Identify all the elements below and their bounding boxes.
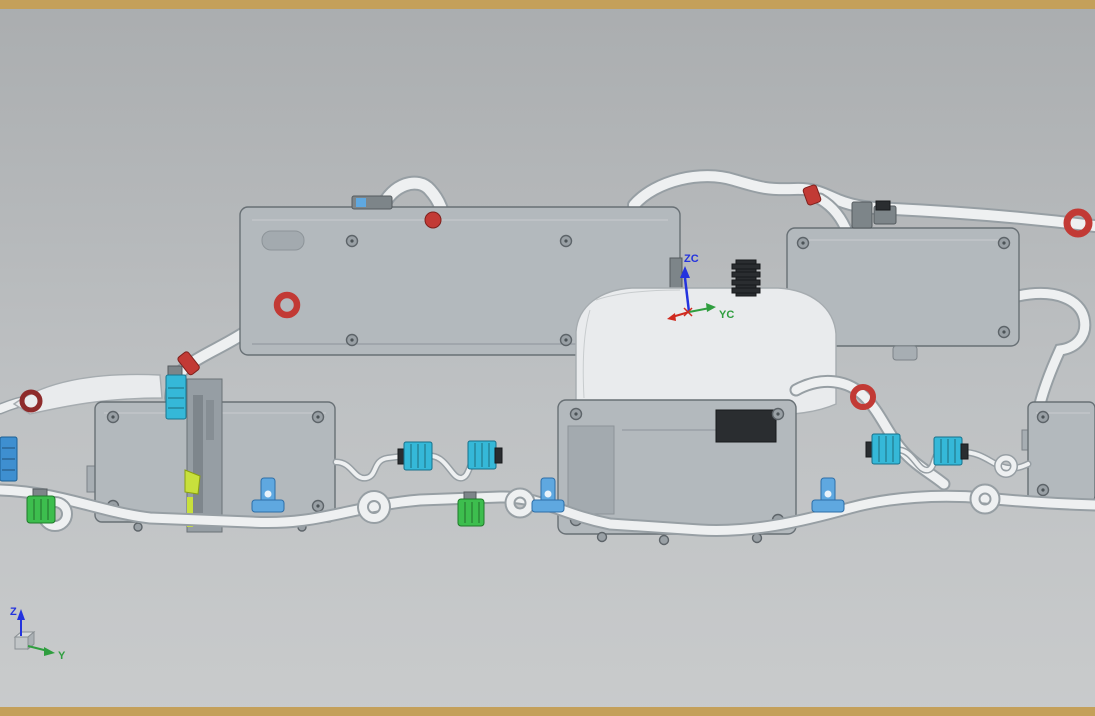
wire-coil[interactable] [995,455,1017,477]
window-edge-top [0,0,1095,9]
connector-latch [494,447,503,464]
wire-right-b[interactable] [962,452,1028,478]
yellow-strip[interactable] [187,497,193,527]
screw-icon [997,236,1011,250]
inline-gray-connector[interactable] [851,200,897,229]
bracket-shape[interactable] [12,373,163,415]
red-grommet[interactable] [273,291,301,319]
green-connector-center[interactable] [457,491,485,527]
xc-axis-arrow[interactable] [667,313,676,321]
screw-icon [658,534,670,546]
connector-body[interactable] [165,374,187,420]
blue-fitting[interactable] [356,198,366,207]
wcs-cube-front [14,636,29,650]
screw-icon [569,407,583,421]
clip-base[interactable] [251,499,285,513]
ecu-box-right[interactable] [1021,401,1095,503]
green-connector-left[interactable] [26,488,56,524]
zc-axis-arrow[interactable] [680,266,690,278]
hose-coil[interactable] [971,485,999,513]
clip-base[interactable] [811,499,845,513]
connector-half[interactable] [851,201,873,229]
sleeve-rib [731,271,761,278]
screw-icon [596,531,608,543]
wcs-z-arrow[interactable] [17,609,25,620]
sleeve-rib [731,279,761,286]
screw-icon [1036,483,1050,497]
black-connector[interactable] [715,409,777,443]
white-bracket-arm[interactable] [12,373,163,415]
yc-axis-line[interactable] [688,307,711,313]
hose-coil[interactable] [359,492,389,522]
window-edge-bottom [0,707,1095,716]
screw-icon [559,234,573,248]
cyan-connector-pair-right[interactable] [865,433,969,466]
blue-edge-connector[interactable] [0,436,18,482]
screw-icon [106,410,120,424]
ecu-box-center[interactable] [557,399,797,546]
screw-icon [311,499,325,513]
zc-axis-label: ZC [684,253,699,265]
connector-body[interactable] [457,498,485,527]
screw-icon [1036,410,1050,424]
screw-icon [133,522,143,532]
cyan-inline-connector[interactable] [165,365,187,420]
clip-screw [544,490,552,498]
dark-red-grommet[interactable] [19,389,43,413]
yc-axis-arrow[interactable] [706,303,716,312]
yc-axis-label: YC [719,309,734,321]
panel-line [595,289,681,301]
slot-cutout [261,230,305,251]
connector-body[interactable] [403,441,433,471]
connector-latch [875,200,891,211]
clip-base[interactable] [531,499,565,513]
yellow-latch[interactable] [184,469,201,495]
bottom-tab [892,345,918,361]
screw-icon [345,234,359,248]
blue-hose-clip[interactable] [811,477,845,513]
blue-hose-clip[interactable] [531,477,565,513]
red-hose-clip[interactable] [802,184,822,206]
mounting-rail[interactable] [184,378,223,533]
screw-icon [796,236,810,250]
red-hose-clip[interactable] [424,211,442,229]
corrugated-sleeve[interactable] [731,259,761,297]
sleeve-rib [731,287,761,294]
csys-indicator[interactable]: ZC YC [667,253,734,321]
rail-slot [206,400,214,440]
hose-coil[interactable] [506,489,534,517]
csys-origin-mark [683,307,693,317]
inner-panel [567,425,615,515]
screw-icon [997,325,1011,339]
connector-body[interactable] [26,495,56,524]
connector-latch [960,443,969,460]
wcs-y-label: Y [58,650,66,662]
wcs-triad[interactable]: Z Y [10,606,66,662]
red-ring-clamp[interactable] [1063,208,1093,238]
wcs-cube-side [27,630,35,651]
screw-icon [311,410,325,424]
sleeve-rib [731,263,761,270]
connector-body[interactable] [0,436,18,482]
clip-screw [824,490,832,498]
screw-icon [771,407,785,421]
panel-line [582,309,591,399]
red-corrugated-clamp[interactable] [177,351,201,376]
connector-body[interactable] [871,433,901,465]
screw-icon [345,333,359,347]
screw-icon [559,333,573,347]
wcs-z-label: Z [10,606,17,618]
zc-axis-line[interactable] [683,277,691,313]
clip-screw [264,490,272,498]
wcs-y-arrow[interactable] [44,647,55,656]
red-ring-clamp[interactable] [850,384,876,410]
rail-slot [193,395,203,513]
cyan-connector-pair-left[interactable] [397,440,503,471]
blue-hose-clip[interactable] [251,477,285,513]
